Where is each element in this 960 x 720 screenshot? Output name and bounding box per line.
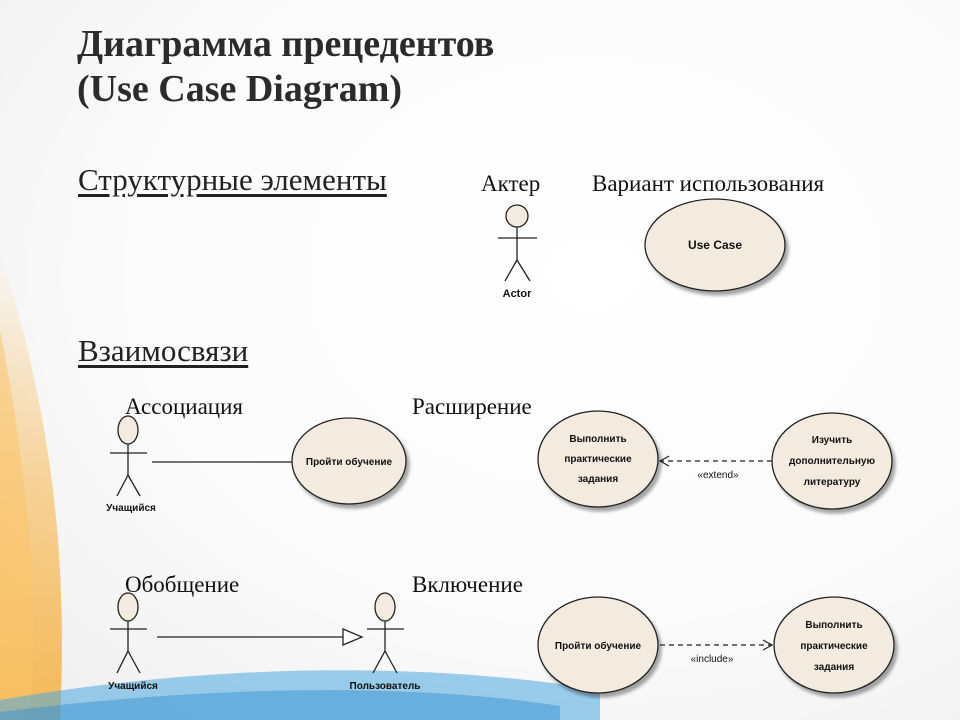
generalization-parent-label: Пользователь xyxy=(350,681,421,692)
heading-structural-elements: Структурные элементы xyxy=(78,162,387,197)
heading-relations: Взаимосвязи xyxy=(78,333,249,368)
generalization-child-label: Учащийся xyxy=(108,681,158,692)
usecase-ellipse xyxy=(644,198,786,292)
inclusion-caption: Включение xyxy=(412,572,523,597)
generalization-child-actor xyxy=(110,592,147,674)
extend-stereotype: «extend» xyxy=(697,470,739,481)
usecase-caption: Вариант использования xyxy=(592,171,825,196)
inclusion-included-line-3: задания xyxy=(814,662,854,673)
title-line-2: (Use Case Diagram) xyxy=(77,68,403,110)
extension-extending-line-3: литературу xyxy=(804,477,861,488)
association-caption: Ассоциация xyxy=(125,394,243,419)
extension-base-usecase-ellipse xyxy=(537,410,659,508)
inclusion-included-usecase-ellipse xyxy=(773,596,895,694)
slide-title: Диаграмма прецедентов (Use Case Diagram) xyxy=(77,22,494,112)
inclusion-included-line-1: Выполнить xyxy=(805,620,862,631)
inclusion-included-line-2: практические xyxy=(800,641,868,652)
actor-figure xyxy=(498,204,537,282)
generalization-parent-actor xyxy=(367,592,404,674)
association-actor-label: Учащийся xyxy=(106,503,156,514)
actor-caption: Актер xyxy=(481,171,541,196)
title-line-1: Диаграмма прецедентов xyxy=(77,23,495,65)
generalization-arrowhead xyxy=(342,628,364,646)
association-usecase-ellipse xyxy=(291,417,407,505)
extension-caption: Расширение xyxy=(412,394,532,419)
include-stereotype: «include» xyxy=(691,654,734,665)
association-usecase-label: Пройти обучение xyxy=(306,456,393,468)
extension-base-line-2: практические xyxy=(564,454,632,465)
inclusion-base-usecase-label: Пройти обучение xyxy=(555,640,642,652)
extension-extending-line-1: Изучить xyxy=(812,435,852,446)
inclusion-base-usecase-ellipse xyxy=(537,596,659,694)
generalization-caption: Обобщение xyxy=(125,572,240,597)
usecase-label: Use Case xyxy=(688,238,742,252)
actor-label: Actor xyxy=(503,288,532,300)
extension-extending-line-2: дополнительную xyxy=(789,456,875,467)
extension-base-line-3: задания xyxy=(578,474,618,485)
association-actor xyxy=(110,415,147,497)
extension-base-line-1: Выполнить xyxy=(569,434,626,445)
